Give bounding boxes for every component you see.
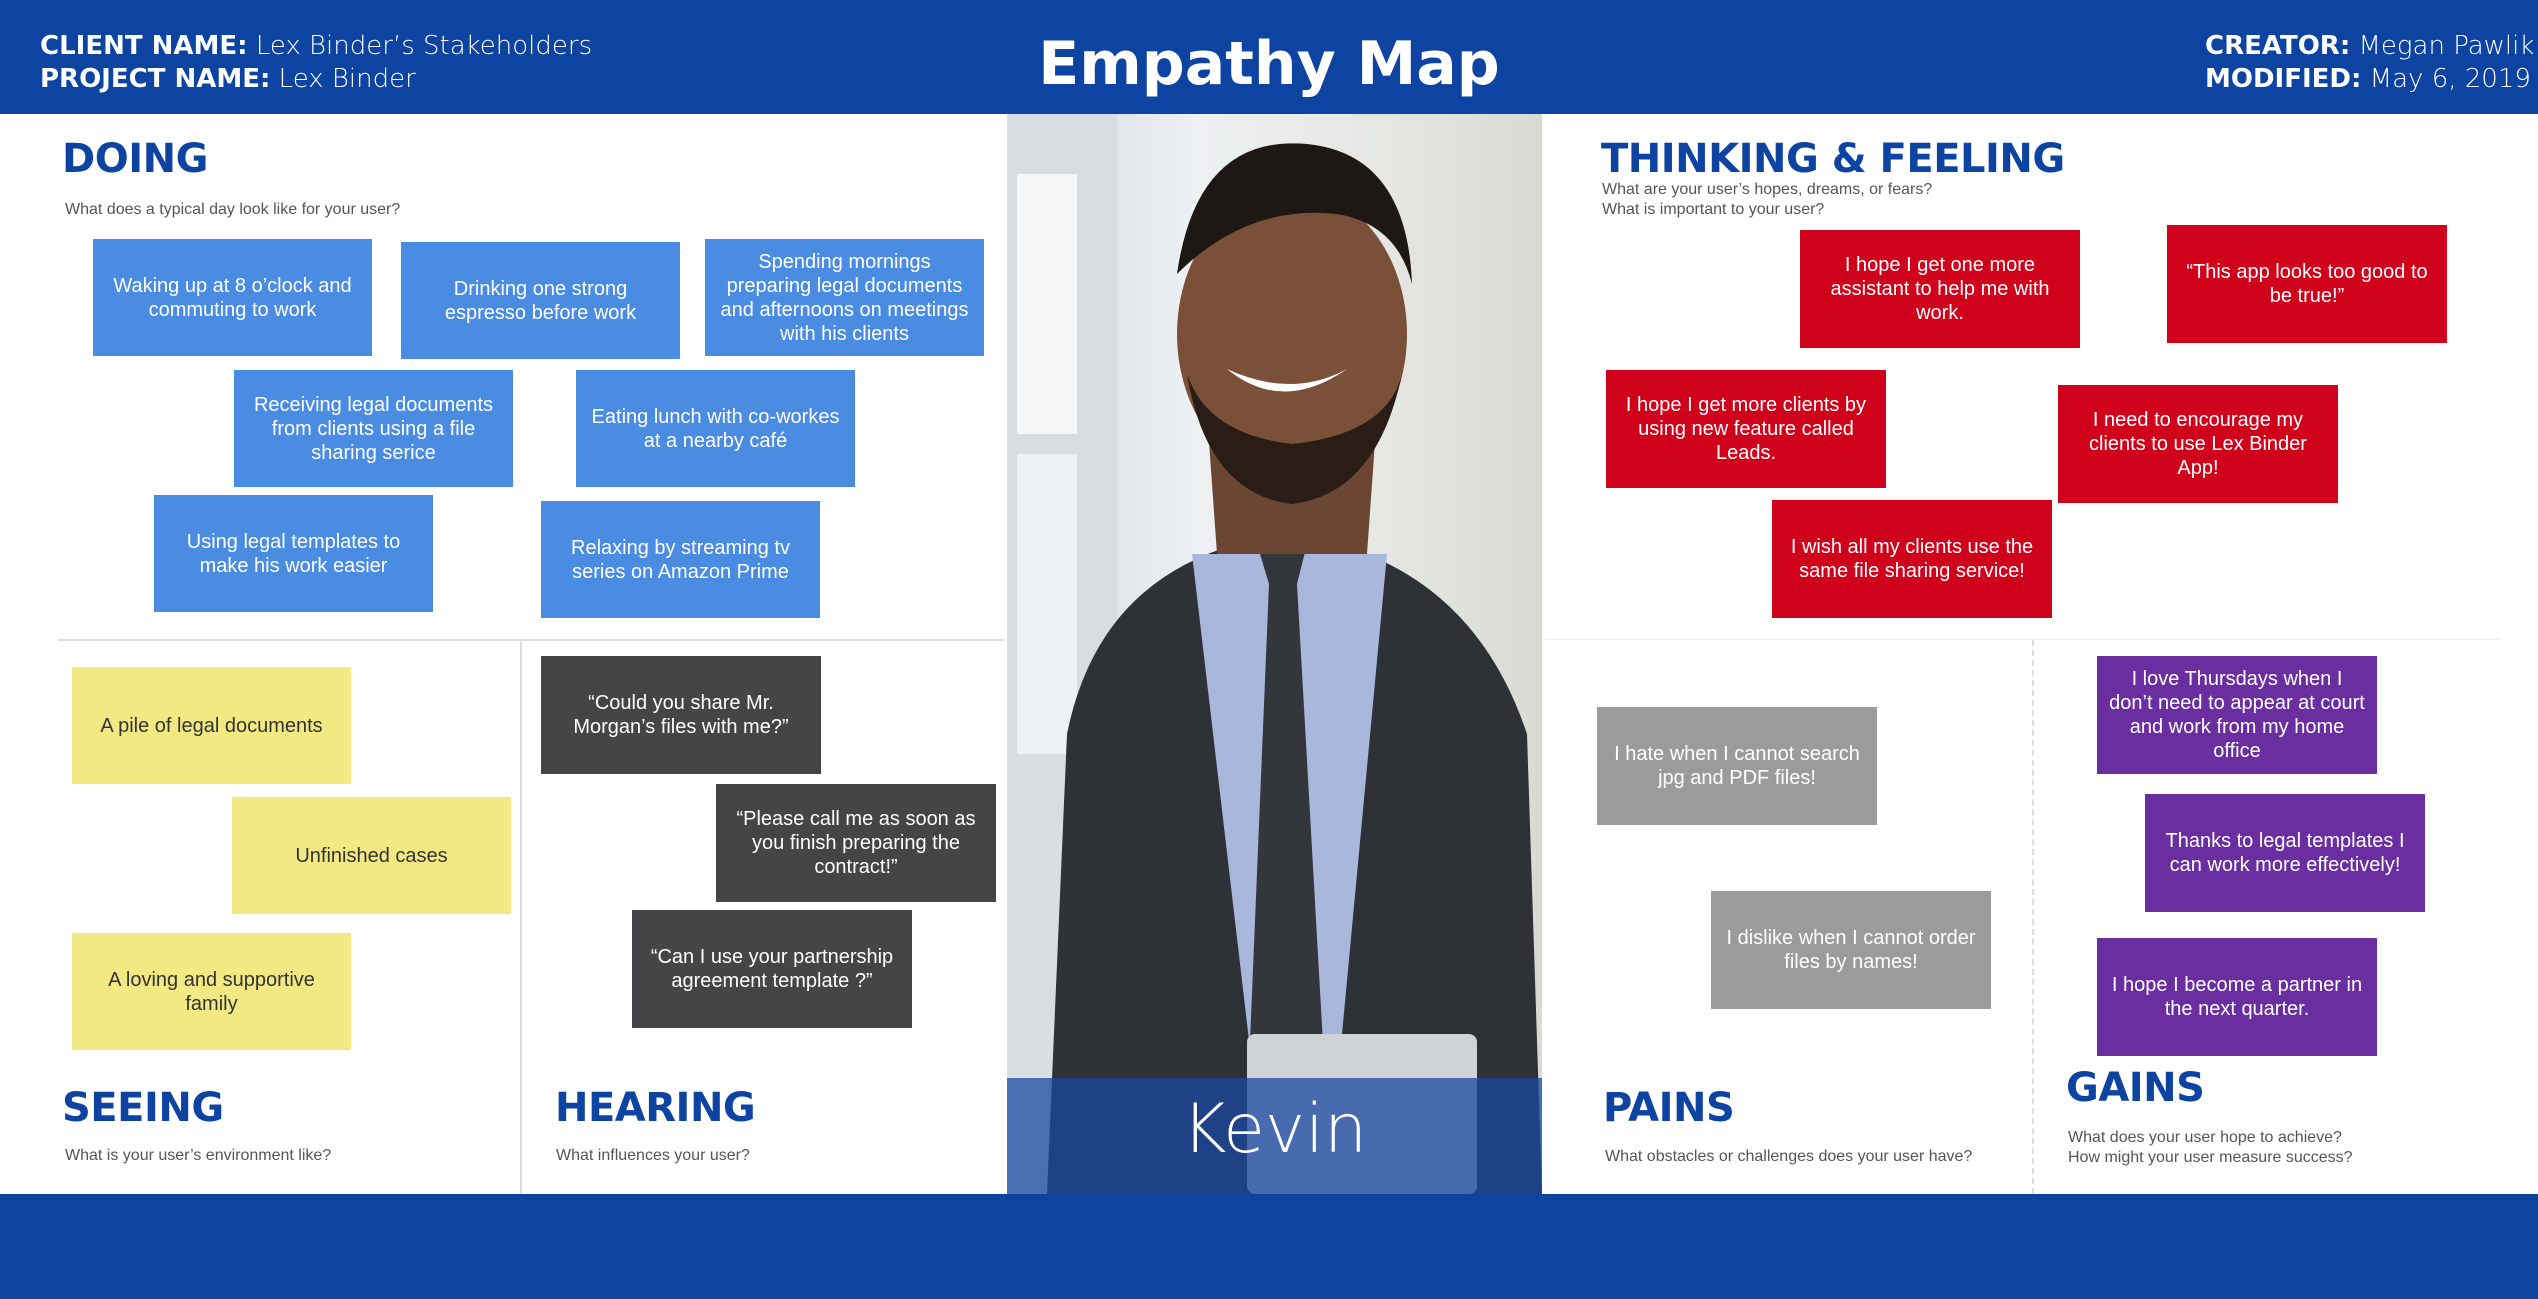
thinking-note[interactable]: I hope I get more clients by using new f… bbox=[1606, 370, 1886, 488]
pains-question: What obstacles or challenges does your u… bbox=[1605, 1148, 1973, 1165]
hearing-note[interactable]: “Can I use your partnership agreement te… bbox=[632, 910, 912, 1028]
doing-title: DOING bbox=[62, 136, 208, 182]
gains-question-1: What does your user hope to achieve? bbox=[2068, 1129, 2342, 1146]
doing-question: What does a typical day look like for yo… bbox=[65, 201, 401, 218]
hearing-note[interactable]: “Please call me as soon as you finish pr… bbox=[716, 784, 996, 902]
seeing-note[interactable]: Unfinished cases bbox=[232, 797, 511, 914]
seeing-note[interactable]: A pile of legal documents bbox=[72, 667, 351, 784]
thinking-note[interactable]: I hope I get one more assistant to help … bbox=[1800, 230, 2080, 348]
hearing-question: What influences your user? bbox=[556, 1147, 750, 1164]
client-name-value: Lex Binder’s Stakeholders bbox=[255, 31, 593, 61]
gains-note[interactable]: Thanks to legal templates I can work mor… bbox=[2145, 794, 2425, 912]
gains-title: GAINS bbox=[2066, 1065, 2205, 1111]
hearing-title: HEARING bbox=[555, 1085, 756, 1131]
persona-photo bbox=[1007, 114, 1542, 1194]
thinking-note[interactable]: I wish all my clients use the same file … bbox=[1772, 500, 2052, 618]
creator-value: Megan Pawlik bbox=[2358, 31, 2535, 61]
left-horizontal-divider bbox=[58, 639, 1004, 641]
creator-line: CREATOR: Megan Pawlik bbox=[2205, 30, 2534, 62]
page-title: Empathy Map bbox=[1038, 29, 1500, 99]
persona-name-band bbox=[1007, 1078, 1542, 1194]
seeing-note[interactable]: A loving and supportive family bbox=[72, 933, 351, 1050]
gains-note[interactable]: I hope I become a partner in the next qu… bbox=[2097, 938, 2377, 1056]
client-name-line: CLIENT NAME: Lex Binder’s Stakeholders bbox=[40, 30, 592, 62]
pains-title: PAINS bbox=[1603, 1085, 1735, 1131]
header-bar bbox=[0, 0, 2538, 114]
thinking-question-1: What are your user’s hopes, dreams, or f… bbox=[1602, 181, 1933, 198]
gains-question-2: How might your user measure success? bbox=[2068, 1149, 2353, 1166]
footer-bar bbox=[0, 1194, 2538, 1299]
pains-note[interactable]: I dislike when I cannot order files by n… bbox=[1711, 891, 1991, 1009]
right-horizontal-divider bbox=[1545, 639, 2500, 640]
creator-label: CREATOR: bbox=[2205, 31, 2351, 61]
seeing-question: What is your user’s environment like? bbox=[65, 1147, 332, 1164]
gains-note[interactable]: I love Thursdays when I don’t need to ap… bbox=[2097, 656, 2377, 774]
thinking-note[interactable]: “This app looks too good to be true!” bbox=[2167, 225, 2447, 343]
pains-gains-divider bbox=[2032, 640, 2034, 1194]
doing-note[interactable]: Relaxing by streaming tv series on Amazo… bbox=[541, 501, 820, 618]
doing-note[interactable]: Receiving legal documents from clients u… bbox=[234, 370, 513, 487]
doing-note[interactable]: Using legal templates to make his work e… bbox=[154, 495, 433, 612]
pains-note[interactable]: I hate when I cannot search jpg and PDF … bbox=[1597, 707, 1877, 825]
modified-value: May 6, 2019 bbox=[2369, 64, 2531, 94]
thinking-note[interactable]: I need to encourage my clients to use Le… bbox=[2058, 385, 2338, 503]
doing-note[interactable]: Waking up at 8 o’clock and commuting to … bbox=[93, 239, 372, 356]
seeing-hearing-divider bbox=[520, 640, 522, 1194]
client-name-label: CLIENT NAME: bbox=[40, 31, 248, 61]
persona-illustration bbox=[1007, 114, 1542, 1194]
project-name-line: PROJECT NAME: Lex Binder bbox=[40, 63, 416, 95]
project-name-value: Lex Binder bbox=[278, 64, 416, 94]
modified-label: MODIFIED: bbox=[2205, 64, 2362, 94]
project-name-label: PROJECT NAME: bbox=[40, 64, 271, 94]
thinking-question-2: What is important to your user? bbox=[1602, 201, 1825, 218]
modified-line: MODIFIED: May 6, 2019 bbox=[2205, 63, 2531, 95]
doing-note[interactable]: Spending mornings preparing legal docume… bbox=[705, 239, 984, 356]
persona-name: Kevin bbox=[1181, 1090, 1368, 1169]
seeing-title: SEEING bbox=[62, 1085, 224, 1131]
doing-note[interactable]: Eating lunch with co-workes at a nearby … bbox=[576, 370, 855, 487]
doing-note[interactable]: Drinking one strong espresso before work bbox=[401, 242, 680, 359]
thinking-feeling-title: THINKING & FEELING bbox=[1601, 136, 2065, 182]
hearing-note[interactable]: “Could you share Mr. Morgan’s files with… bbox=[541, 656, 821, 774]
